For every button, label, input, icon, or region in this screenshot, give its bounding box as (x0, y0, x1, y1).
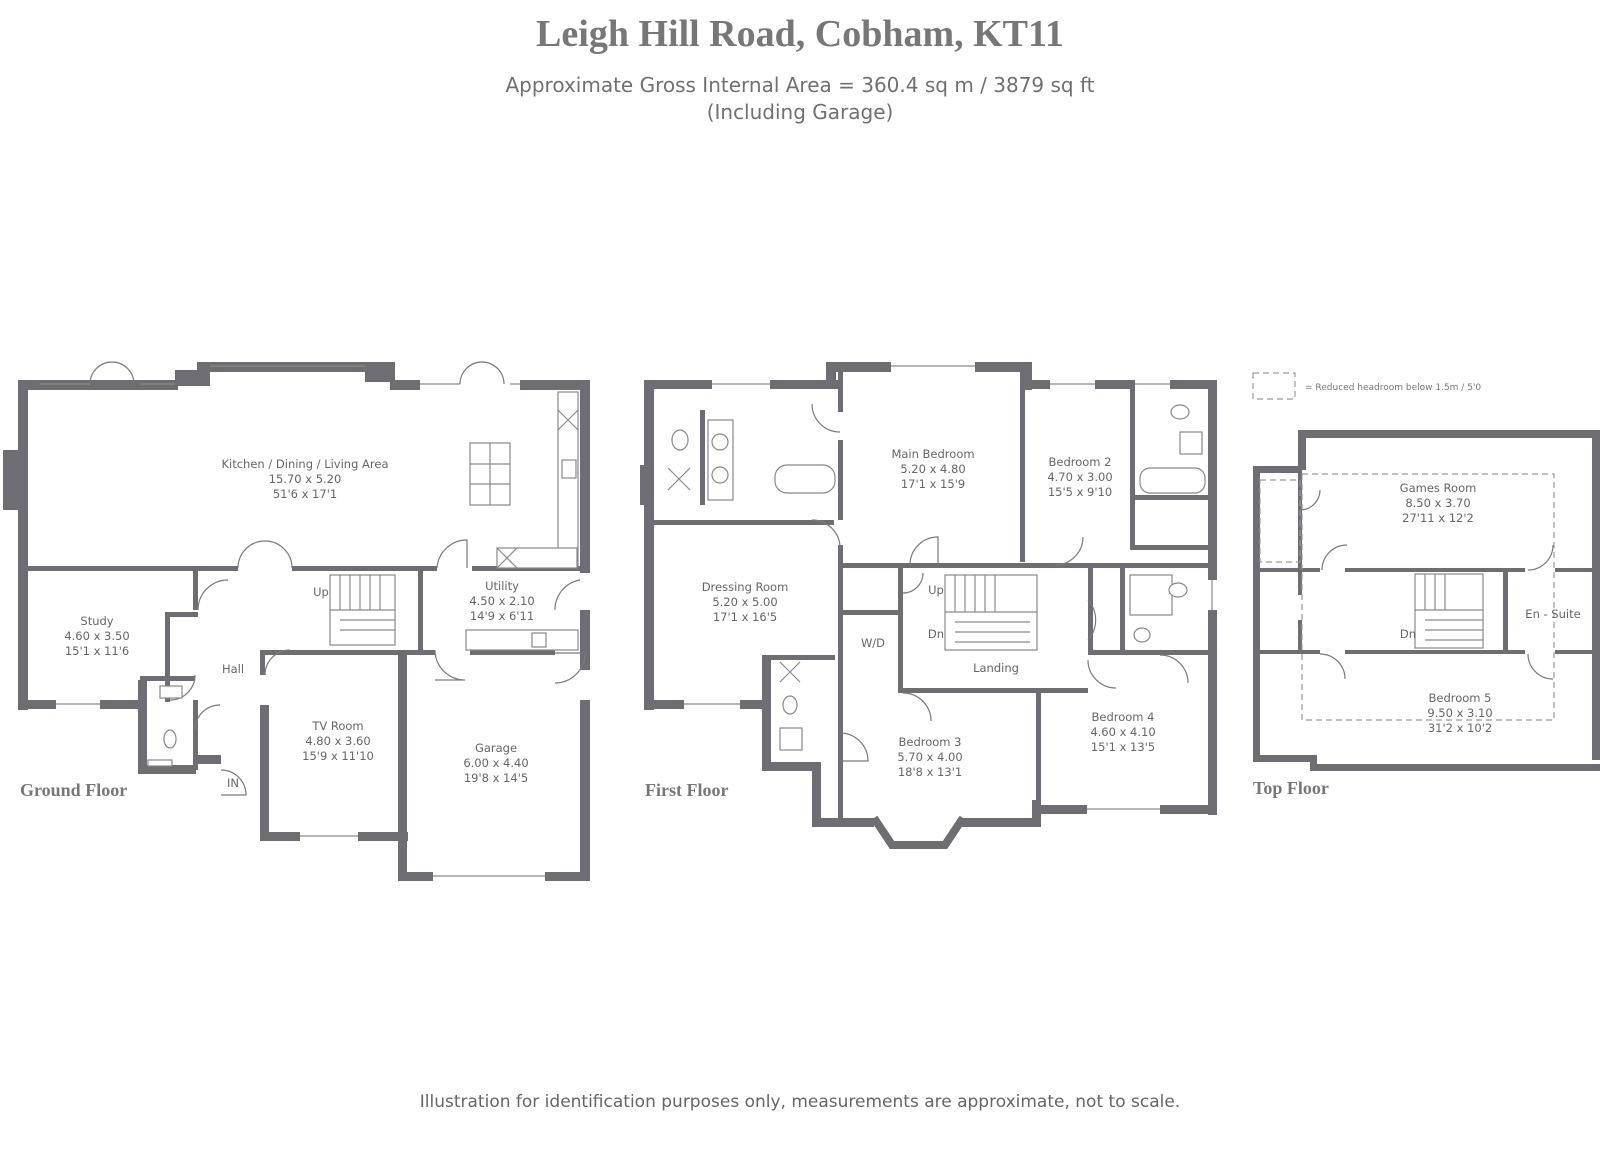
gf-west-wall (18, 380, 28, 710)
first-floor-plan (640, 362, 1217, 849)
svg-text:9.50 x 3.10: 9.50 x 3.10 (1427, 706, 1492, 720)
svg-text:4.50 x 2.10: 4.50 x 2.10 (469, 594, 534, 608)
svg-text:Bedroom 2: Bedroom 2 (1049, 455, 1112, 469)
room-label-kitchen: Kitchen / Dining / Living Area 15.70 x 5… (221, 457, 388, 501)
svg-text:5.20 x 5.00: 5.20 x 5.00 (712, 595, 777, 609)
gross-area: Approximate Gross Internal Area = 360.4 … (505, 73, 1095, 97)
room-label-bedroom-3: Bedroom 3 5.70 x 4.00 18'8 x 13'1 (897, 735, 962, 779)
room-label-landing: Landing (973, 661, 1019, 675)
room-label-bedroom-4: Bedroom 4 4.60 x 4.10 15'1 x 13'5 (1090, 710, 1155, 754)
svg-text:19'8 x 14'5: 19'8 x 14'5 (464, 771, 528, 785)
svg-text:5.20 x 4.80: 5.20 x 4.80 (900, 462, 965, 476)
room-label-bedroom-2: Bedroom 2 4.70 x 3.00 15'5 x 9'10 (1047, 455, 1112, 499)
svg-text:6.00 x 4.40: 6.00 x 4.40 (463, 756, 528, 770)
svg-text:4.80 x 3.60: 4.80 x 3.60 (305, 734, 370, 748)
svg-text:Bedroom 5: Bedroom 5 (1429, 691, 1492, 705)
svg-text:51'6 x 17'1: 51'6 x 17'1 (273, 487, 337, 501)
legend-reduced-headroom: = Reduced headroom below 1.5m / 5'0 (1305, 383, 1481, 393)
room-label-tv: TV Room 4.80 x 3.60 15'9 x 11'10 (302, 719, 374, 763)
room-label-dressing: Dressing Room 5.20 x 5.00 17'1 x 16'5 (702, 580, 789, 624)
stair-up-label-first: Up (928, 583, 944, 597)
stair-up-label: Up (313, 585, 329, 599)
stair-down-label-first: Dn (928, 627, 944, 641)
svg-text:Utility: Utility (485, 579, 519, 593)
room-label-en-suite: En - Suite (1525, 607, 1580, 621)
room-label-bedroom-5: Bedroom 5 9.50 x 3.10 31'2 x 10'2 (1427, 691, 1492, 735)
svg-text:Bedroom 3: Bedroom 3 (899, 735, 962, 749)
svg-text:Garage: Garage (475, 741, 517, 755)
room-label-garage: Garage 6.00 x 4.40 19'8 x 14'5 (463, 741, 528, 785)
svg-text:5.70 x 4.00: 5.70 x 4.00 (897, 750, 962, 764)
svg-text:Kitchen / Dining / Living Area: Kitchen / Dining / Living Area (221, 457, 388, 471)
disclaimer: Illustration for identification purposes… (419, 1092, 1181, 1112)
svg-text:15.70 x 5.20: 15.70 x 5.20 (269, 472, 342, 486)
svg-text:15'1 x 11'6: 15'1 x 11'6 (65, 644, 129, 658)
first-floor-label: First Floor (645, 780, 728, 800)
plan-title: Leigh Hill Road, Cobham, KT11 (536, 13, 1064, 55)
svg-text:15'1 x 13'5: 15'1 x 13'5 (1091, 740, 1155, 754)
room-label-hall: Hall (222, 662, 244, 676)
svg-text:17'1 x 15'9: 17'1 x 15'9 (901, 477, 965, 491)
svg-text:27'11 x 12'2: 27'11 x 12'2 (1402, 511, 1474, 525)
svg-text:18'8 x 13'1: 18'8 x 13'1 (898, 765, 962, 779)
entrance-label: IN (227, 776, 239, 790)
svg-text:Dressing Room: Dressing Room (702, 580, 789, 594)
room-label-utility: Utility 4.50 x 2.10 14'9 x 6'11 (469, 579, 534, 623)
svg-text:15'5 x 9'10: 15'5 x 9'10 (1048, 485, 1112, 499)
svg-text:TV Room: TV Room (311, 719, 363, 733)
top-floor-plan (1252, 372, 1600, 771)
top-floor-label: Top Floor (1253, 778, 1329, 798)
room-label-games: Games Room 8.50 x 3.70 27'11 x 12'2 (1400, 481, 1477, 525)
svg-text:15'9 x 11'10: 15'9 x 11'10 (302, 749, 374, 763)
svg-text:Games Room: Games Room (1400, 481, 1477, 495)
svg-text:8.50 x 3.70: 8.50 x 3.70 (1405, 496, 1470, 510)
svg-text:Study: Study (80, 614, 113, 628)
svg-text:4.60 x 4.10: 4.60 x 4.10 (1090, 725, 1155, 739)
room-label-study: Study 4.60 x 3.50 15'1 x 11'6 (64, 614, 129, 658)
room-label-main-bedroom: Main Bedroom 5.20 x 4.80 17'1 x 15'9 (891, 447, 974, 491)
svg-text:4.60 x 3.50: 4.60 x 3.50 (64, 629, 129, 643)
stair-down-label-top: Dn (1400, 627, 1416, 641)
ground-floor-label: Ground Floor (20, 780, 127, 800)
plan-subtitle: Approximate Gross Internal Area = 360.4 … (0, 72, 1600, 126)
ground-floor-plan (3, 361, 590, 881)
svg-text:31'2 x 10'2: 31'2 x 10'2 (1428, 721, 1492, 735)
svg-text:Bedroom 4: Bedroom 4 (1092, 710, 1155, 724)
svg-text:14'9 x 6'11: 14'9 x 6'11 (470, 609, 534, 623)
svg-text:Main Bedroom: Main Bedroom (891, 447, 974, 461)
svg-text:17'1 x 16'5: 17'1 x 16'5 (713, 610, 777, 624)
svg-text:4.70 x 3.00: 4.70 x 3.00 (1047, 470, 1112, 484)
gross-area-note: (Including Garage) (706, 100, 894, 124)
room-label-wd: W/D (861, 636, 885, 650)
